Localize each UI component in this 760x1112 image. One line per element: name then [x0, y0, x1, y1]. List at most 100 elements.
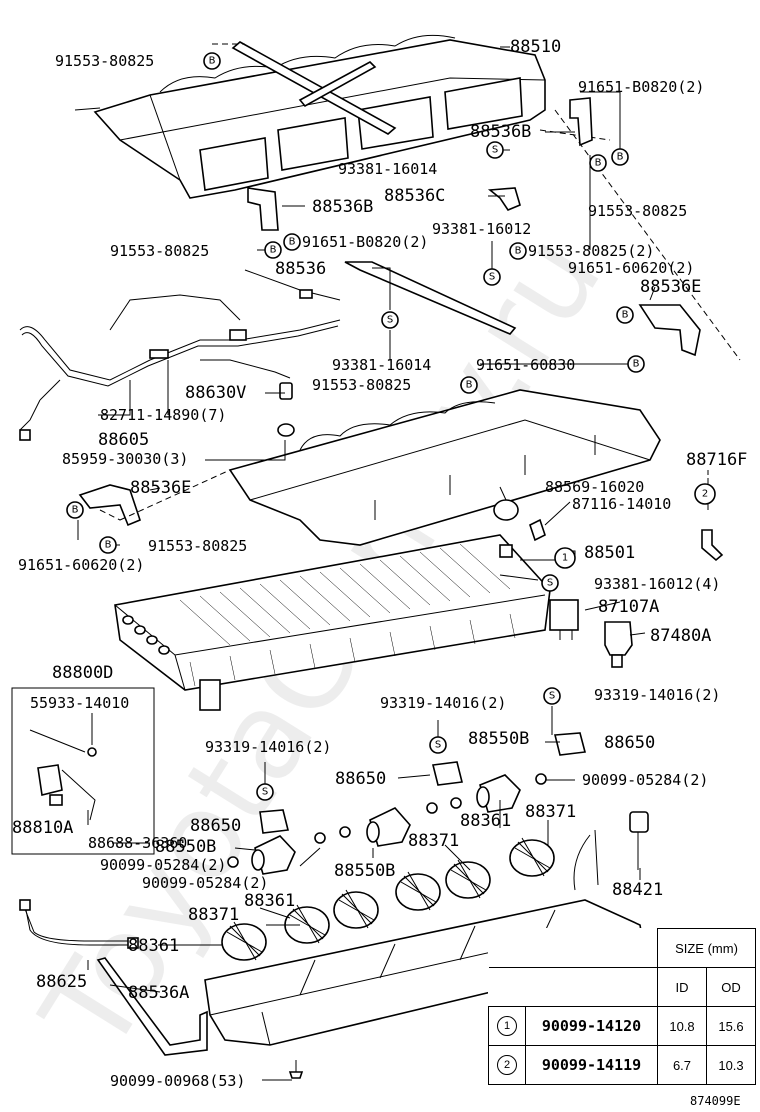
part-label: 88605: [98, 430, 149, 450]
grommet-85959: [277, 423, 295, 437]
part-label: 88550B: [334, 861, 395, 881]
size-row-part: 90099-14119: [525, 1045, 658, 1085]
table-row: 2 90099-14119 6.7 10.3: [488, 1045, 756, 1085]
size-ref-markers: 1 2: [554, 483, 716, 569]
part-label: 88569-16020: [545, 478, 644, 496]
part-label: 88630V: [185, 383, 246, 403]
resistor-88650-b: [432, 761, 463, 786]
clamp-88569: [493, 499, 519, 521]
svg-text:2: 2: [702, 489, 708, 500]
col-od-header: OD: [706, 967, 756, 1007]
part-label: 91651-B0820(2): [578, 78, 704, 96]
evaporator-fins: [179, 543, 516, 687]
bolt-symbol-icon: [509, 242, 527, 260]
svg-text:S: S: [262, 787, 268, 798]
bolt-symbol-icon: [611, 148, 629, 166]
part-label: 91553-80825(2): [528, 242, 654, 260]
part-label: 88550B: [468, 729, 529, 749]
svg-text:B: B: [633, 359, 640, 370]
svg-text:1: 1: [562, 553, 568, 564]
screw-symbol-icon: [381, 311, 399, 329]
part-label: 91651-60830: [476, 356, 575, 374]
fan-wheel-1: [509, 837, 555, 877]
connector-88630v: [279, 382, 293, 400]
bracket-88536b-upper: [569, 97, 593, 147]
part-label: 88650: [335, 769, 386, 789]
size-row-ref: 1: [497, 1016, 517, 1036]
part-label: 93319-14016(2): [594, 686, 720, 704]
fan-wheel-3: [395, 871, 441, 911]
part-label: 88650: [604, 733, 655, 753]
fan-wheels: [221, 837, 555, 961]
amplifier-box-88800d: [11, 687, 155, 855]
bolt-symbols: B B B B B B B B B B B: [66, 52, 645, 554]
part-label: 88536E: [640, 277, 701, 297]
screw-symbol-icon: [543, 687, 561, 705]
screw-90099-00968: [288, 1060, 304, 1079]
screw-symbol-icon: [483, 268, 501, 286]
part-label: 88361: [244, 891, 295, 911]
bracket-88536e-right: [638, 304, 701, 357]
part-label: 88371: [525, 802, 576, 822]
sensor-88421: [573, 811, 649, 891]
size-row-part: 90099-14120: [525, 1006, 658, 1046]
svg-text:B: B: [622, 310, 629, 321]
part-label: 91553-80825: [588, 202, 687, 220]
nut-90099-05284-d: [314, 832, 326, 844]
part-label: 88371: [408, 831, 459, 851]
resistor-88650-c: [259, 809, 289, 834]
size-row-id: 6.7: [657, 1045, 707, 1085]
part-label: 88650: [190, 816, 241, 836]
table-row: 1 90099-14120 10.8 15.6: [488, 1006, 756, 1046]
bracket-88536b-lower: [247, 187, 279, 231]
bolt-symbol-icon: [283, 233, 301, 251]
fan-wheel-2: [445, 859, 491, 899]
evaporator-88501: [114, 534, 551, 711]
size-row-od: 10.3: [706, 1045, 756, 1085]
screw-symbol-icon: [256, 783, 274, 801]
part-label: 88688-36360: [88, 834, 187, 852]
svg-text:B: B: [209, 56, 216, 67]
part-label: 88625: [36, 972, 87, 992]
part-label: 91553-80825: [55, 52, 154, 70]
col-id-header: ID: [657, 967, 707, 1007]
part-label: 91553-80825: [148, 537, 247, 555]
part-label: 93381-16014: [332, 356, 431, 374]
wire-88625: [19, 899, 139, 949]
nut-90099-05284-f: [227, 856, 239, 868]
expansion-valve-87107a: [549, 599, 579, 640]
part-label: 90099-05284(2): [100, 856, 226, 874]
part-label: 91553-80825: [110, 242, 209, 260]
svg-text:S: S: [547, 578, 553, 589]
svg-text:B: B: [466, 380, 473, 391]
bar-88536: [344, 261, 517, 335]
part-label: 93319-14016(2): [380, 694, 506, 712]
part-label: 91651-B0820(2): [302, 233, 428, 251]
size-row-ref: 2: [497, 1055, 517, 1075]
size-table-header: SIZE (mm): [657, 928, 756, 968]
blower-motor-88550b-c: [251, 835, 296, 875]
relay-87480a: [604, 621, 633, 668]
size-row-id: 10.8: [657, 1006, 707, 1046]
wire-harness-88605: [19, 269, 341, 441]
part-label: 88536: [275, 259, 326, 279]
part-label: 91651-60620(2): [568, 259, 694, 277]
bolt-symbol-icon: [589, 154, 607, 172]
size-ref-2-icon: [694, 483, 716, 505]
part-labels: 91553-80825 88510 91651-B0820(2) 88536B …: [12, 37, 747, 1090]
part-label: 88361: [128, 936, 179, 956]
bracket-88536c: [487, 187, 521, 211]
part-label: 90099-05284(2): [142, 874, 268, 892]
bolt-symbol-icon: [99, 536, 117, 554]
screw-symbol-icon: [486, 141, 504, 159]
part-label: 87480A: [650, 626, 711, 646]
resistor-88650-a: [553, 732, 587, 756]
part-label: 91651-60620(2): [18, 556, 144, 574]
part-label: 93381-16012(4): [594, 575, 720, 593]
blower-motor-88550b-a: [476, 774, 521, 813]
part-label: 88536B: [470, 122, 531, 142]
fan-wheel-6: [221, 921, 267, 961]
svg-text:B: B: [515, 246, 522, 257]
